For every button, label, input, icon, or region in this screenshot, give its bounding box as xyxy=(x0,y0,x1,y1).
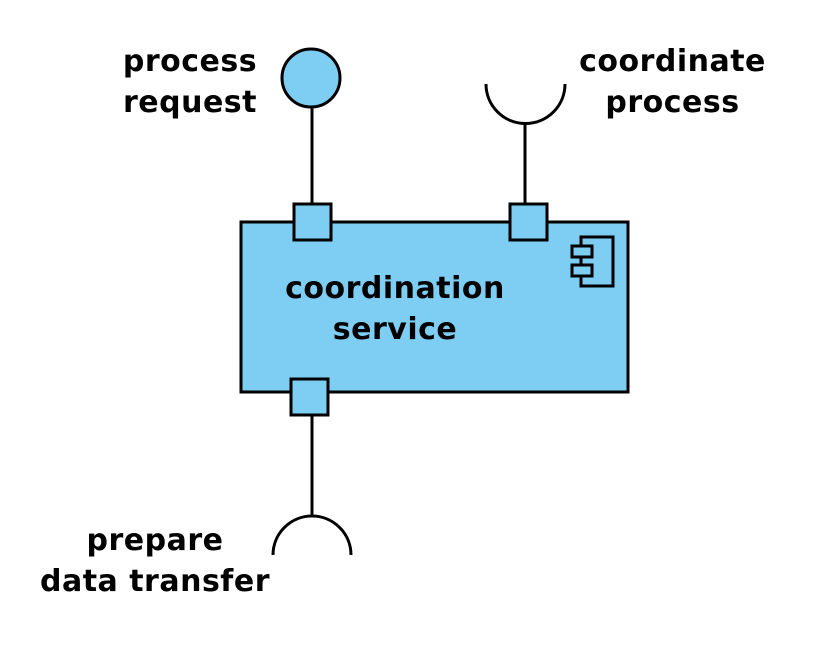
required-interface-coordinate-process[interactable] xyxy=(484,83,567,125)
label-process-request-line2: request xyxy=(122,85,258,120)
label-coordinate-process-line2: process xyxy=(605,85,740,120)
port-bottom[interactable] xyxy=(289,377,330,417)
component-coordination-service[interactable] xyxy=(239,220,630,394)
component-icon xyxy=(570,235,615,288)
label-process-request: process request xyxy=(110,41,270,123)
label-prepare-data-transfer-line1: prepare xyxy=(86,523,224,558)
label-prepare-data-transfer-line2: data transfer xyxy=(39,564,271,599)
port-top-left[interactable] xyxy=(292,202,333,242)
label-process-request-line1: process xyxy=(122,44,258,79)
required-interface-prepare-data-transfer[interactable] xyxy=(271,514,353,556)
label-prepare-data-transfer: prepare data transfer xyxy=(30,520,280,602)
provided-interface-process-request[interactable] xyxy=(280,47,342,109)
component-name: coordination service xyxy=(270,268,520,350)
component-name-line2: service xyxy=(332,312,458,347)
label-coordinate-process-line1: coordinate xyxy=(579,44,766,79)
port-top-right[interactable] xyxy=(508,202,549,242)
label-coordinate-process: coordinate process xyxy=(570,41,775,123)
component-name-line1: coordination xyxy=(285,271,505,306)
